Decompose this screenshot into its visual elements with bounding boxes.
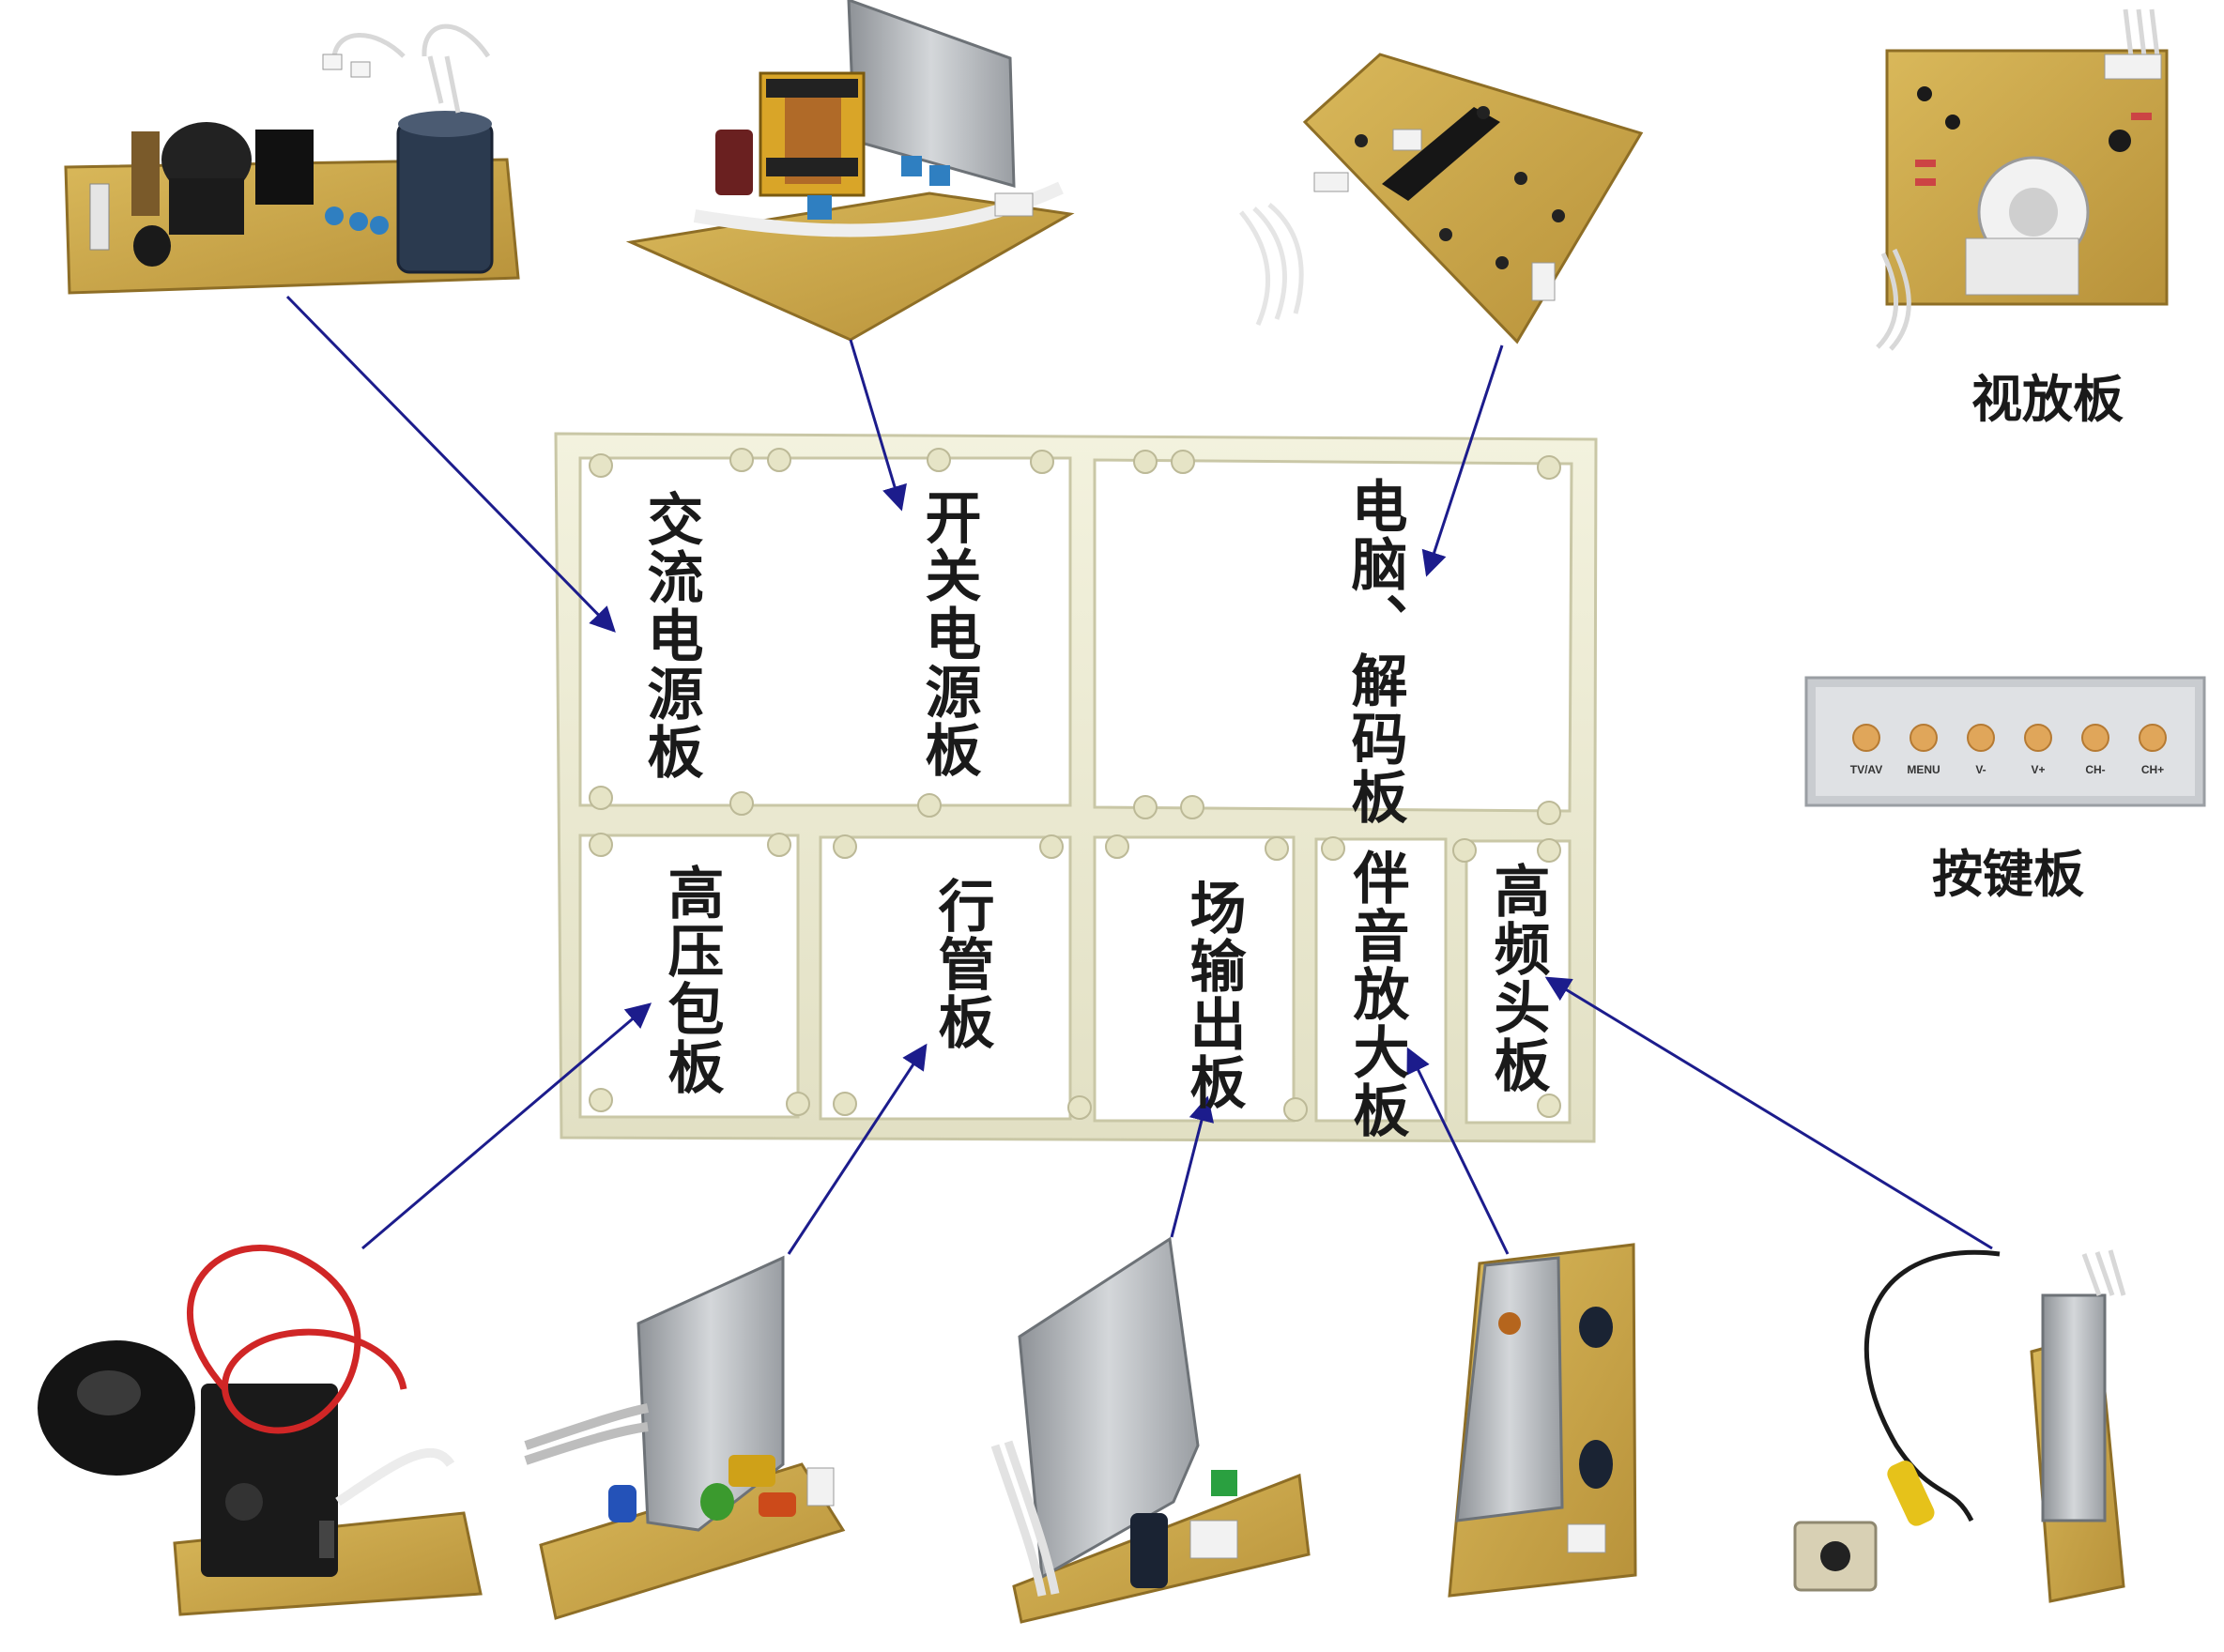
keypad-button-label: V+ — [2031, 763, 2045, 776]
arrow-ac-power — [285, 295, 616, 633]
label-horizontal-tube-board: 行管板 — [928, 877, 994, 1051]
keypad-button — [1852, 724, 1880, 752]
video-amp-board-photo — [1876, 8, 2169, 351]
horizontal-tube-board-photo — [524, 1255, 846, 1620]
arrow-hv-pack — [361, 1002, 652, 1250]
arrow-audio-amp — [1406, 1047, 1510, 1255]
tuner-board-photo — [1793, 1249, 2126, 1603]
keypad-board-photo: TV/AV MENU V- V+ CH- CH+ — [1804, 676, 2206, 807]
label-switch-power-board: 开关电源板 — [915, 488, 981, 779]
frame-body — [554, 432, 1598, 1143]
keypad-keys: TV/AV MENU V- V+ CH- CH+ — [1850, 724, 2167, 776]
label-hv-pack-board: 高压包板 — [658, 864, 724, 1096]
label-audio-amp-board: 伴音放大板 — [1343, 849, 1409, 1140]
field-output-board-photo — [990, 1236, 1311, 1624]
keypad-button — [1967, 724, 1995, 752]
label-decoder-board: 电脑、解码板 — [1342, 477, 1407, 826]
arrow-horizontal-tube — [787, 1043, 928, 1255]
keypad-button-label: TV/AV — [1850, 763, 1882, 776]
connector-arrows — [285, 295, 1993, 1255]
label-video-amp-board: 视放板 — [1971, 369, 2124, 429]
keypad-button-label: MENU — [1907, 763, 1940, 776]
label-field-output-board: 场输出板 — [1180, 879, 1246, 1111]
label-ac-power-board: 交流电源板 — [637, 490, 703, 781]
audio-amp-board-photo — [1448, 1243, 1637, 1598]
label-tuner-board: 高频头板 — [1484, 862, 1550, 1094]
hv-pack-photo — [38, 1245, 483, 1616]
keypad-button — [2024, 724, 2052, 752]
keypad-button — [2081, 724, 2109, 752]
mounting-frame — [554, 432, 1598, 1143]
arrow-tuner — [1544, 976, 1993, 1250]
label-keypad-board: 按键板 — [1932, 844, 2084, 904]
decoder-board-photo — [1239, 53, 1644, 344]
keypad-button — [2139, 724, 2167, 752]
switch-power-board-photo — [625, 0, 1075, 342]
arrow-field-output — [1170, 1095, 1215, 1238]
keypad-button-label: CH+ — [2141, 763, 2164, 776]
arrow-decoder — [1421, 344, 1504, 577]
arrow-switch-power — [849, 339, 907, 512]
keypad-button — [1910, 724, 1938, 752]
keypad-button-label: CH- — [2085, 763, 2105, 776]
ac-power-board-photo — [64, 23, 520, 295]
keypad-button-label: V- — [1975, 763, 1986, 776]
